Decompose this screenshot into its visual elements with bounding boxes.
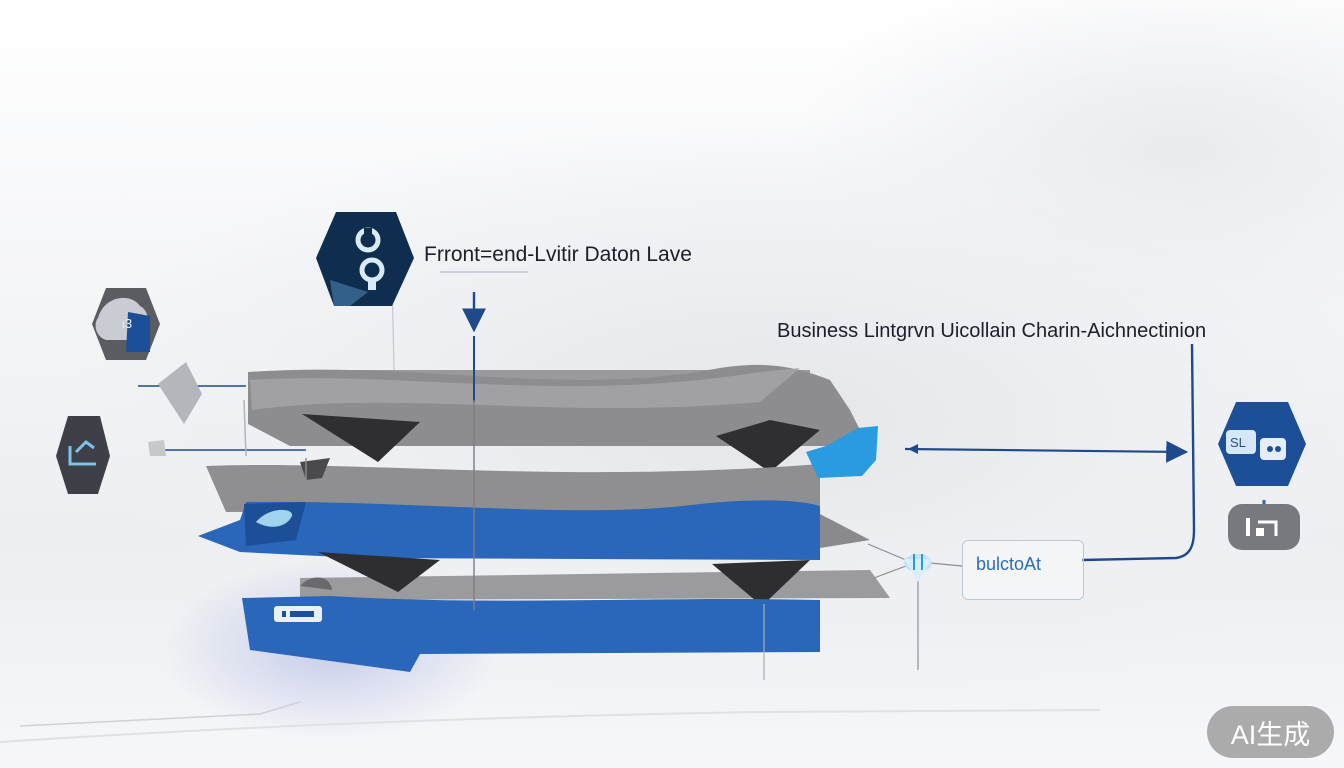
callout-box — [962, 540, 1084, 600]
horizontal-arrow — [904, 440, 1189, 463]
return-connector — [1081, 343, 1196, 562]
funnel-wedge-left — [302, 414, 420, 462]
funnel-wedge-right — [716, 420, 820, 472]
front-layer-title: Frront=end-Lvitir Daton Lave — [424, 243, 692, 266]
top-gray-layer — [248, 364, 860, 472]
device-icon — [1228, 504, 1300, 550]
ai-generated-badge: AI生成 — [1207, 706, 1334, 758]
chart-hexagon-icon — [56, 416, 110, 494]
cloud-hexagon-icon: ι3 — [92, 288, 160, 360]
lower-gray-layer — [300, 552, 890, 606]
blue-layer-upper — [198, 500, 870, 560]
connector-block — [806, 426, 878, 478]
blue-layer-lower — [242, 596, 820, 672]
diamond-shape — [158, 362, 202, 424]
chat-hexagon-icon: SL — [1218, 402, 1306, 508]
node-hexagon-icon — [316, 212, 414, 306]
callout-label: bulctoAt — [976, 554, 1042, 574]
junction-node-icon — [904, 554, 932, 582]
layer-icon-upper — [256, 509, 293, 527]
svg-text:SL: SL — [1230, 435, 1246, 450]
business-layer-title: Business Lintgrvn Uicollain Charin-Aichn… — [777, 320, 1207, 342]
svg-text:ι3: ι3 — [122, 316, 132, 331]
middle-gray-layer — [206, 458, 820, 512]
